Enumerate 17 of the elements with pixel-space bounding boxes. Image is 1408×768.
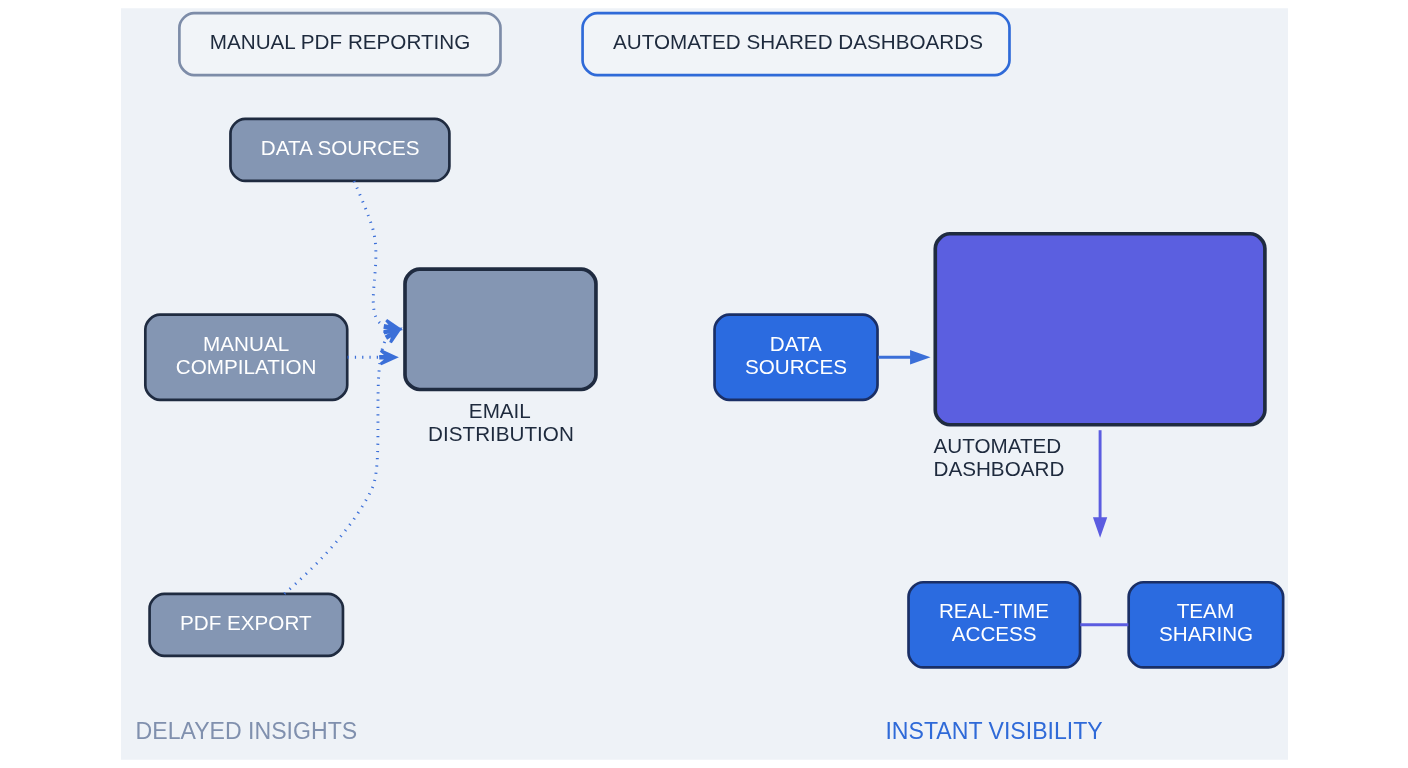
label: INSTANT VISIBILITY: [884, 717, 1103, 744]
label: DELAYED INSIGHTS: [135, 717, 357, 744]
node-box: DATA SOURCES: [712, 313, 879, 402]
arrow: [877, 350, 931, 365]
arrow: [282, 327, 401, 595]
node-box: MANUAL PDF REPORTING: [177, 11, 502, 77]
node-box: DATA SOURCES: [228, 117, 451, 183]
node-label: AUTOMATED DASHBOARD: [932, 433, 1064, 480]
node-label: EMAIL DISTRIBUTION: [427, 398, 574, 445]
node-box: REAL-TIME ACCESS: [906, 580, 1081, 669]
node-box: MANUAL COMPILATION: [143, 313, 349, 402]
node-box: AUTOMATED SHARED DASHBOARDS: [580, 11, 1011, 77]
arrow: [1092, 430, 1107, 538]
node-box: PDF EXPORT: [147, 592, 344, 658]
node-box: TEAM SHARING: [1126, 580, 1284, 669]
connector: [1079, 623, 1128, 627]
arrow: [347, 349, 397, 366]
